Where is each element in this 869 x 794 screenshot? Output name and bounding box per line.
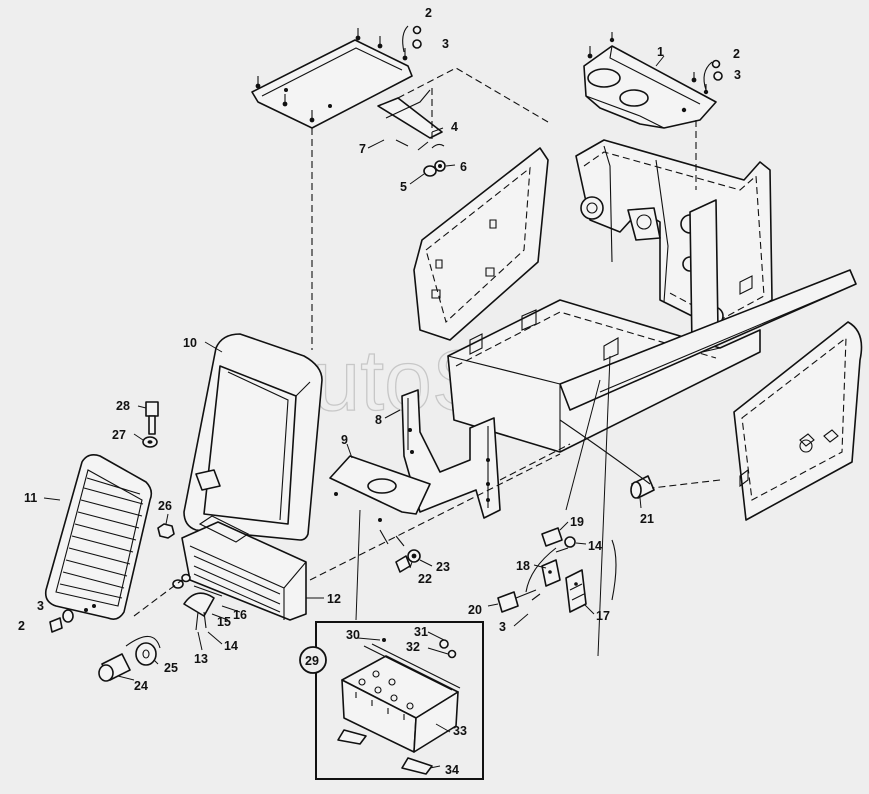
callout-labels: 1 2 2 2 3 3 3 3 4 5 6 7 8 9 10 11 12 13 …	[18, 6, 741, 777]
callout-31: 31	[414, 625, 428, 639]
callout-3: 3	[499, 620, 506, 634]
housing-part-12	[181, 515, 307, 621]
callout-18: 18	[516, 559, 530, 573]
callout-2: 2	[425, 6, 432, 20]
hinge-part-18	[541, 559, 561, 587]
hardware-parts-2-3-top-left	[402, 25, 422, 53]
seat-hood-part-10	[183, 333, 323, 541]
washer-part-27	[142, 436, 158, 448]
callout-14: 14	[224, 639, 238, 653]
callout-3: 3	[442, 37, 449, 51]
callout-26: 26	[158, 499, 172, 513]
callout-19: 19	[570, 515, 584, 529]
bolt-part-20	[497, 589, 541, 613]
grille-part-11	[44, 454, 153, 620]
callout-29-circle	[299, 646, 327, 674]
hardware-parts-2-3-top-right	[703, 59, 723, 91]
nut-part-26	[157, 523, 175, 539]
callout-2: 2	[18, 619, 25, 633]
rear-cover-part-1	[583, 32, 717, 129]
callout-21: 21	[640, 512, 654, 526]
callout-12: 12	[327, 592, 341, 606]
hold-down-parts-30-32	[363, 638, 461, 691]
callout-22: 22	[418, 572, 432, 586]
callout-10: 10	[183, 336, 197, 350]
callout-30: 30	[346, 628, 360, 642]
callout-32: 32	[406, 640, 420, 654]
hardware-parts-19-14	[541, 527, 576, 553]
callout-28: 28	[116, 399, 130, 413]
callout-25: 25	[164, 661, 178, 675]
hinge-part-17	[565, 569, 587, 613]
hardware-parts-2-3-left	[49, 604, 96, 633]
callout-3: 3	[734, 68, 741, 82]
callout-15: 15	[217, 615, 231, 629]
inset-detail-box	[315, 621, 484, 780]
callout-4: 4	[451, 120, 458, 134]
bolt-part-28	[145, 401, 159, 435]
hardware-parts-22-23	[379, 529, 421, 573]
right-side-cover	[733, 321, 863, 521]
callout-34: 34	[445, 763, 459, 777]
hardware-parts-5-7	[395, 139, 446, 177]
callout-13: 13	[194, 652, 208, 666]
callout-2: 2	[733, 47, 740, 61]
callout-27: 27	[112, 428, 126, 442]
callout-23: 23	[436, 560, 450, 574]
leader-lines	[43, 55, 665, 681]
callout-1: 1	[657, 45, 664, 59]
alignment-lines	[133, 67, 721, 617]
callout-33: 33	[453, 724, 467, 738]
callout-9: 9	[341, 433, 348, 447]
callout-24: 24	[134, 679, 148, 693]
spacer-part-24	[98, 653, 131, 682]
plate-part-9	[329, 455, 431, 522]
callout-7: 7	[359, 142, 366, 156]
callout-6: 6	[460, 160, 467, 174]
top-cover-panel	[251, 28, 413, 129]
tray-part-34	[337, 729, 433, 775]
callout-20: 20	[468, 603, 482, 617]
main-frame	[413, 139, 857, 453]
bracket-part-4	[377, 89, 443, 139]
callout-16: 16	[233, 608, 247, 622]
callout-5: 5	[400, 180, 407, 194]
battery-part-33	[341, 655, 459, 753]
callout-3: 3	[37, 599, 44, 613]
latch-parts-13-16	[172, 573, 223, 631]
pin-part-21	[630, 475, 655, 499]
callout-11: 11	[24, 491, 37, 505]
callout-14: 14	[588, 539, 602, 553]
callout-8: 8	[375, 413, 382, 427]
callout-29: 29	[305, 654, 319, 668]
washer-part-25	[125, 635, 161, 666]
callout-17: 17	[596, 609, 610, 623]
